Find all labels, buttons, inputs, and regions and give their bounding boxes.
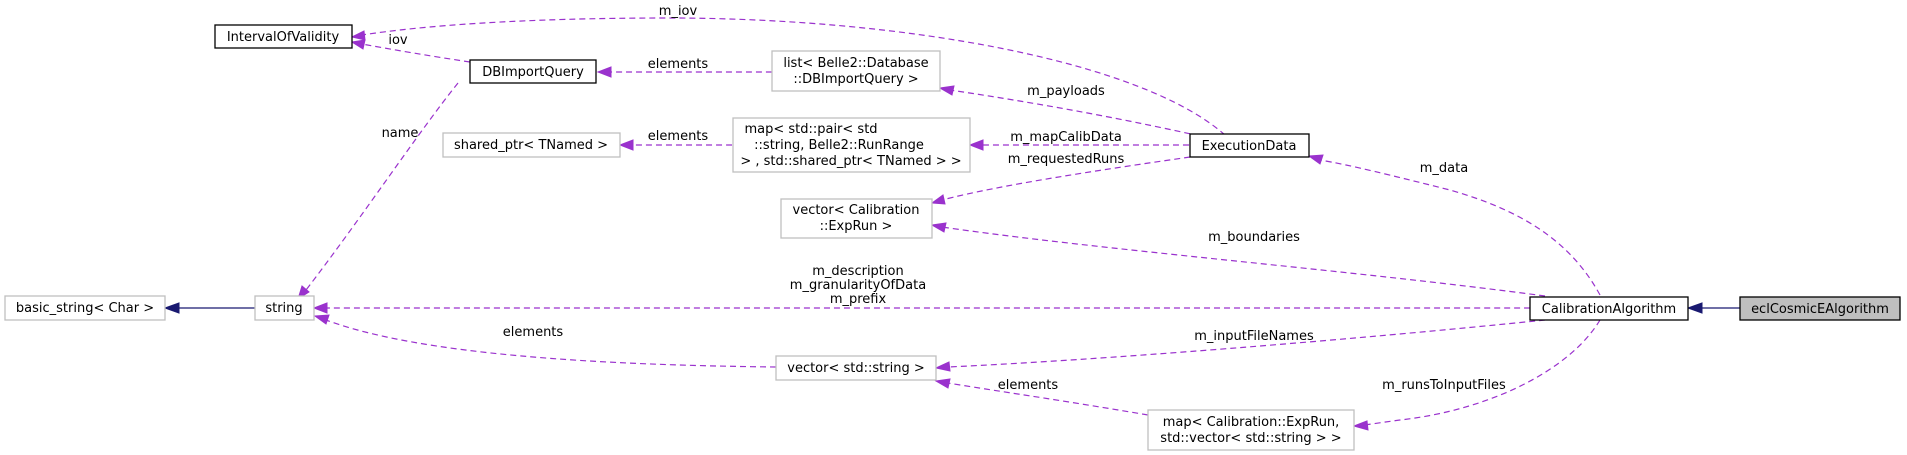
edge-m-payloads: m_payloads <box>938 84 1201 137</box>
node-label-list-db-import-query-line2: ::DBImportQuery > <box>793 72 918 87</box>
edge-name: name <box>297 82 459 301</box>
node-label-interval-of-validity: IntervalOfValidity <box>227 30 340 45</box>
node-basic-string[interactable]: basic_string< Char > <box>4 295 166 321</box>
node-map-exprun-vector[interactable]: map< Calibration::ExpRun, std::vector< s… <box>1147 409 1355 451</box>
node-label-string: string <box>265 301 302 316</box>
node-vector-string[interactable]: vector< std::string > <box>775 355 937 381</box>
node-ecl-cosmic-e-algorithm[interactable]: eclCosmicEAlgorithm <box>1739 296 1901 321</box>
edge-label-elements-map: elements <box>998 378 1059 393</box>
edge-label-m-data: m_data <box>1420 161 1468 176</box>
node-label-vector-string: vector< std::string > <box>787 361 924 376</box>
edge-label-m-iov: m_iov <box>659 4 698 19</box>
edge-elements-map: elements <box>934 378 1149 416</box>
edge-iov: iov <box>350 33 471 63</box>
node-label-basic-string: basic_string< Char > <box>16 301 154 316</box>
node-label-map-exprun-vector-line2: std::vector< std::string > > <box>1160 431 1341 446</box>
edge-inherit-calibration-algorithm <box>1686 302 1740 314</box>
edge-label-elements-vector: elements <box>503 325 564 340</box>
node-label-map-exprun-vector-line1: map< Calibration::ExpRun, <box>1163 415 1340 430</box>
edge-elements-vector: elements <box>313 314 777 368</box>
node-label-calibration-algorithm: CalibrationAlgorithm <box>1542 302 1676 317</box>
edge-m-inputfilenames: m_inputFileNames <box>934 319 1546 372</box>
edge-label-m-payloads: m_payloads <box>1027 84 1105 99</box>
edge-m-runstoinputfiles: m_runsToInputFiles <box>1352 319 1601 431</box>
edge-label-elements-list: elements <box>648 57 709 72</box>
edge-label-m-mapcalibdata: m_mapCalibData <box>1010 130 1122 145</box>
edge-m-requestedruns: m_requestedRuns <box>930 152 1191 205</box>
node-label-vector-exprun-line1: vector< Calibration <box>793 203 920 218</box>
node-label-map-pair-runrange-line3: > , std::shared_ptr< TNamed > > <box>740 154 961 169</box>
edge-m-data: m_data <box>1307 154 1601 296</box>
edge-string-members: m_description m_granularityOfData m_pref… <box>312 264 1530 314</box>
node-label-shared-ptr-tnamed: shared_ptr< TNamed > <box>454 138 608 153</box>
edge-label-m-inputfilenames: m_inputFileNames <box>1194 329 1314 344</box>
edge-label-elements-shared: elements <box>648 129 709 144</box>
edge-inherit-basic-string <box>163 302 255 314</box>
node-map-pair-runrange[interactable]: map< std::pair< std ::string, Belle2::Ru… <box>732 117 971 173</box>
node-label-map-pair-runrange-line1: map< std::pair< std <box>744 122 877 137</box>
node-label-list-db-import-query-line1: list< Belle2::Database <box>783 56 928 71</box>
edge-label-m-granularityofdata: m_granularityOfData <box>790 278 926 293</box>
node-label-ecl-cosmic-e-algorithm: eclCosmicEAlgorithm <box>1751 302 1889 317</box>
node-label-execution-data: ExecutionData <box>1202 139 1297 154</box>
node-label-db-import-query: DBImportQuery <box>482 65 584 80</box>
edge-m-iov: m_iov <box>350 4 1226 136</box>
edge-label-iov: iov <box>388 33 408 48</box>
edge-elements-list: elements <box>596 57 772 78</box>
node-vector-exprun[interactable]: vector< Calibration ::ExpRun > <box>780 198 933 239</box>
node-calibration-algorithm[interactable]: CalibrationAlgorithm <box>1529 296 1689 321</box>
node-list-db-import-query[interactable]: list< Belle2::Database ::DBImportQuery > <box>771 50 941 92</box>
edge-m-mapcalibdata: m_mapCalibData <box>968 130 1189 151</box>
node-label-map-pair-runrange-line2: ::string, Belle2::RunRange <box>754 138 924 153</box>
edge-label-m-runstoinputfiles: m_runsToInputFiles <box>1382 378 1506 393</box>
edge-label-m-description: m_description <box>812 264 903 279</box>
edge-m-boundaries: m_boundaries <box>930 222 1546 297</box>
edge-label-m-requestedruns: m_requestedRuns <box>1008 152 1125 167</box>
node-db-import-query[interactable]: DBImportQuery <box>469 59 597 84</box>
node-shared-ptr-tnamed[interactable]: shared_ptr< TNamed > <box>442 132 621 158</box>
edge-elements-shared: elements <box>618 129 732 151</box>
node-label-vector-exprun-line2: ::ExpRun > <box>820 219 893 234</box>
node-interval-of-validity[interactable]: IntervalOfValidity <box>214 24 353 49</box>
node-execution-data[interactable]: ExecutionData <box>1189 133 1310 158</box>
edge-label-m-boundaries: m_boundaries <box>1208 230 1300 245</box>
edge-label-m-prefix: m_prefix <box>830 292 887 307</box>
node-string[interactable]: string <box>254 295 315 321</box>
edge-label-name: name <box>382 126 419 141</box>
